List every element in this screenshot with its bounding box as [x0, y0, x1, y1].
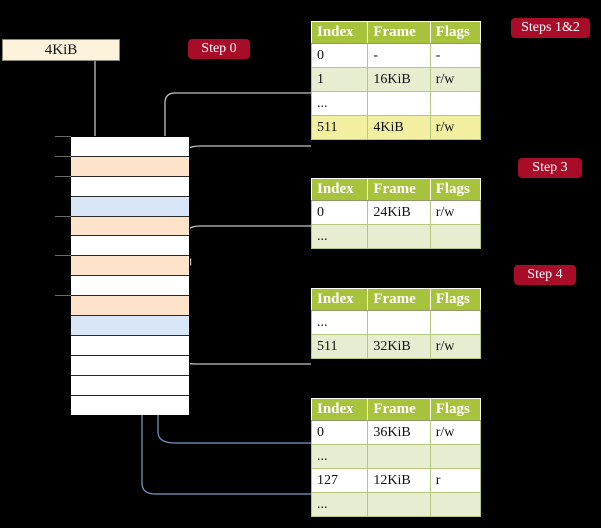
memory-frame-row [71, 395, 189, 416]
memory-row-tick [55, 136, 71, 137]
column-header-index: Index [310, 178, 369, 201]
table-cell-frame: 32KiB [367, 334, 431, 359]
table-row: ... [310, 492, 482, 517]
table-row: 0-- [310, 43, 482, 68]
column-header-frame: Frame [367, 288, 431, 311]
page-box-4kib: 4KiB [2, 39, 120, 61]
table-cell-frame [367, 444, 431, 469]
memory-frame-row [71, 196, 189, 217]
badge-step-0: Step 0 [188, 39, 250, 59]
table-cell-index: 0 [310, 420, 369, 445]
table-cell-frame [367, 91, 431, 116]
memory-frame-row [71, 176, 189, 197]
memory-frame-row [71, 137, 189, 157]
table-cell-flags [429, 310, 482, 335]
table-cell-index: ... [310, 492, 369, 517]
column-header-index: Index [310, 21, 369, 44]
column-header-frame: Frame [367, 398, 431, 421]
wire-l2-row0-to-memory [184, 225, 311, 266]
column-header-flags: Flags [429, 398, 482, 421]
table-cell-frame: 4KiB [367, 115, 431, 140]
table-cell-index: 0 [310, 43, 369, 68]
memory-frame-row [71, 316, 189, 336]
table-cell-flags: - [429, 43, 482, 68]
column-header-frame: Frame [367, 178, 431, 201]
table-cell-flags: r/w [429, 420, 482, 445]
memory-frame-row [71, 335, 189, 356]
memory-frame-row [71, 256, 189, 277]
badge-step-4: Step 4 [514, 265, 576, 285]
column-header-index: Index [310, 288, 369, 311]
memory-row-tick [55, 155, 71, 157]
memory-row-tick [55, 295, 71, 297]
table-row: ... [310, 444, 482, 469]
memory-frame-row [71, 276, 189, 297]
badge-step-3: Step 3 [518, 158, 582, 178]
table-cell-index: ... [310, 310, 369, 335]
table-cell-flags: r/w [429, 334, 482, 359]
column-header-flags: Flags [429, 21, 482, 44]
table-cell-flags [429, 444, 482, 469]
memory-frame-row [71, 375, 189, 396]
wire-l3-row511-to-memory [173, 313, 311, 365]
memory-row-tick [55, 255, 71, 257]
column-header-index: Index [310, 398, 369, 421]
table-row: ... [310, 310, 482, 335]
table-cell-flags [429, 91, 482, 116]
table-cell-frame [367, 492, 431, 517]
column-header-flags: Flags [429, 288, 482, 311]
table-cell-index: ... [310, 224, 369, 249]
table-cell-frame [367, 224, 431, 249]
physical-memory-column [70, 136, 190, 416]
memory-frame-row [71, 355, 189, 376]
table-cell-flags: r/w [429, 200, 482, 225]
badge-steps-1-2: Steps 1&2 [511, 18, 590, 38]
table-cell-index: 511 [310, 334, 369, 359]
table-cell-index: ... [310, 444, 369, 469]
memory-frame-row [71, 236, 189, 257]
memory-frame-row [71, 156, 189, 177]
table-cell-flags: r [429, 468, 482, 493]
table-cell-index: 511 [310, 115, 369, 140]
memory-row-tick [55, 175, 71, 177]
table-cell-frame: 36KiB [367, 420, 431, 445]
memory-frame-row [71, 296, 189, 317]
table-cell-flags [429, 224, 482, 249]
table-cell-index: ... [310, 91, 369, 116]
table-cell-frame [367, 310, 431, 335]
table-row: ... [310, 224, 482, 249]
table-cell-index: 1 [310, 67, 369, 92]
table-cell-flags [429, 492, 482, 517]
table-cell-frame: 16KiB [367, 67, 431, 92]
table-cell-index: 0 [310, 200, 369, 225]
table-cell-frame: - [367, 43, 431, 68]
table-cell-frame: 12KiB [367, 468, 431, 493]
table-row: ... [310, 91, 482, 116]
column-header-flags: Flags [429, 178, 482, 201]
memory-frame-row [71, 216, 189, 237]
table-cell-index: 127 [310, 468, 369, 493]
table-cell-frame: 24KiB [367, 200, 431, 225]
wire-l1-row511-to-memory [182, 145, 311, 169]
table-cell-flags: r/w [429, 67, 482, 92]
page-box-label: 4KiB [44, 42, 78, 58]
memory-row-tick [55, 215, 71, 217]
table-cell-flags: r/w [429, 115, 482, 140]
column-header-frame: Frame [367, 21, 431, 44]
